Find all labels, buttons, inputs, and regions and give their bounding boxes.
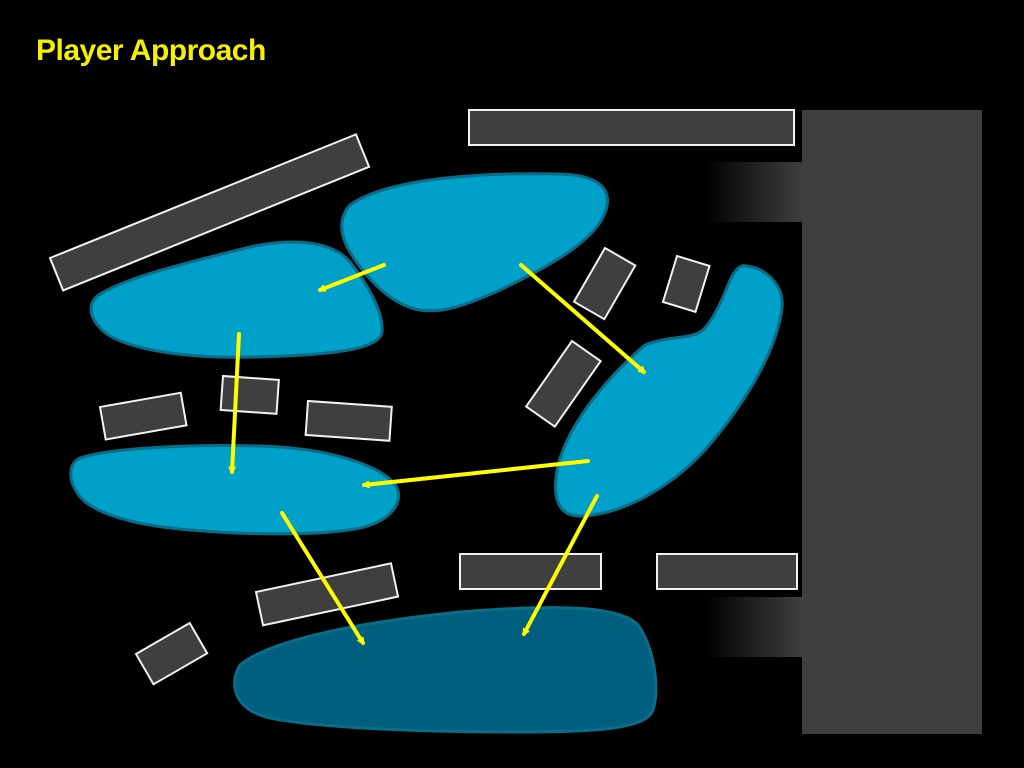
cover-left-3 (304, 399, 393, 442)
cover-diagonal-bar (48, 133, 371, 292)
zone-top-left (89, 240, 384, 359)
cover-bottom-bar-1 (459, 553, 602, 590)
arrow-right-to-bottom (522, 494, 599, 634)
page-title: Player Approach (36, 34, 266, 67)
cover-left-1 (98, 391, 188, 441)
zones-group (69, 172, 784, 734)
cover-small-top-1 (572, 246, 637, 321)
cover-bottom-bar-2 (656, 553, 798, 590)
zone-bottom-target (233, 606, 658, 734)
arrow-top-center-to-top-left (320, 263, 386, 292)
cover-left-2 (219, 374, 280, 415)
arrow-middle-left-to-bottom (280, 511, 365, 645)
cover-small-top-2 (661, 254, 711, 314)
cover-bottom-small (134, 621, 209, 686)
cover-bottom-angled (254, 562, 400, 627)
cover-angled-right (524, 339, 603, 429)
arrow-top-left-to-middle-left (232, 332, 241, 474)
arrows-group (232, 263, 646, 645)
building-entrance-top (704, 162, 804, 222)
arrow-right-to-middle-left (362, 459, 590, 485)
zone-middle-left (69, 444, 401, 536)
building (802, 110, 982, 734)
zone-top-center (340, 172, 609, 313)
cover-group (48, 109, 798, 686)
arrow-top-center-to-right (519, 263, 646, 374)
cover-top-bar (468, 109, 795, 146)
building-entrance-bottom (704, 597, 804, 657)
zone-right (554, 264, 784, 518)
